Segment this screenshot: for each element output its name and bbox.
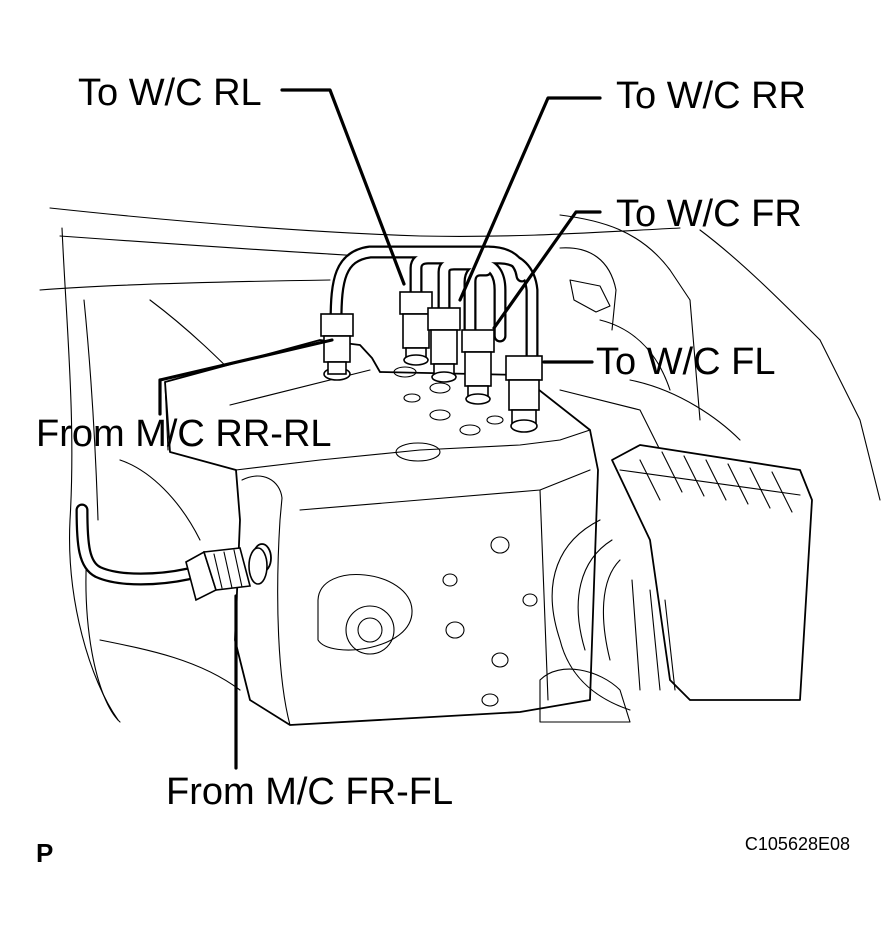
label-to-wc-rl: To W/C RL — [78, 72, 262, 114]
label-to-wc-fl: To W/C FL — [596, 341, 775, 383]
label-from-mc-fr-fl: From M/C FR-FL — [166, 771, 453, 813]
leader-to-wc-fr — [492, 210, 602, 330]
leader-to-wc-rl — [280, 88, 406, 286]
harness-connector — [539, 444, 813, 723]
figure-code: C105628E08 — [745, 834, 850, 854]
flare-nut-rr-rl-inlet — [320, 313, 354, 381]
label-to-wc-fr: To W/C FR — [616, 193, 802, 235]
callout-labels: To W/C RL To W/C RR To W/C FR To W/C FL … — [36, 72, 806, 813]
label-to-wc-rr: To W/C RR — [616, 75, 806, 117]
corner-mark: P — [36, 838, 53, 868]
leader-lines — [158, 88, 602, 770]
flare-nut-fr — [461, 329, 495, 405]
flare-nut-fl — [505, 355, 543, 433]
flare-nut-fr-fl-inlet — [185, 547, 268, 602]
leader-to-wc-rr — [458, 96, 602, 302]
label-from-mc-rr-rl: From M/C RR-RL — [36, 413, 332, 455]
flare-nut-rr — [427, 307, 461, 383]
flare-nuts — [185, 291, 543, 602]
flare-nut-rl — [399, 291, 433, 366]
leader-from-mc-rr-rl — [158, 338, 334, 416]
